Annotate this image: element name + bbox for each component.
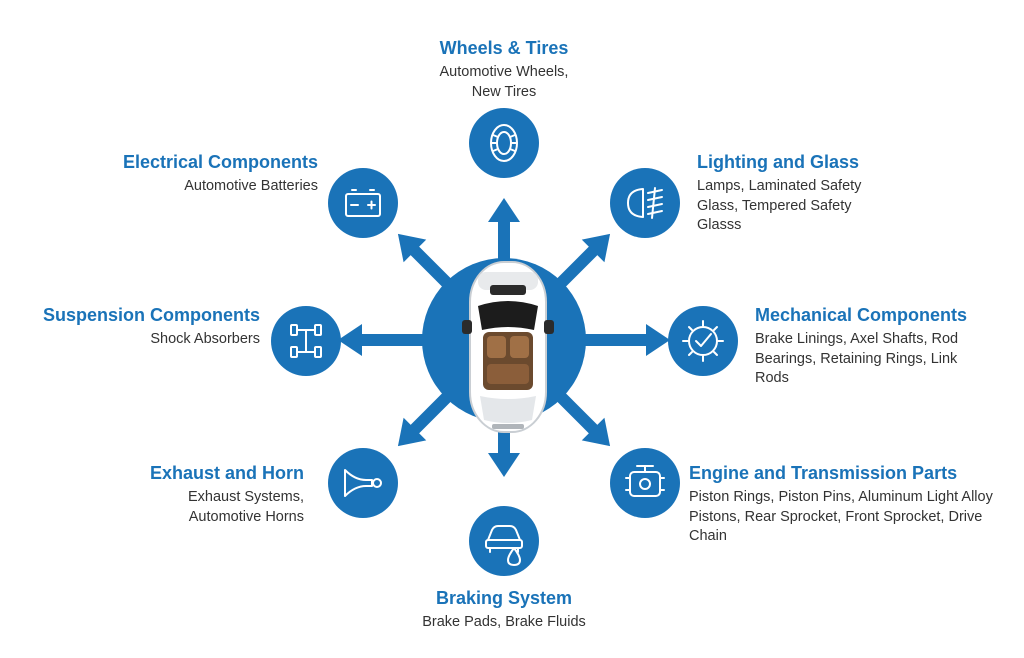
category-title: Lighting and Glass <box>697 152 860 172</box>
category-desc: Automotive Batteries <box>184 178 318 194</box>
arrow-left <box>338 324 430 356</box>
arrow-down-right <box>554 390 611 447</box>
exhaust-label: Exhaust and Horn Exhaust Systems, Automo… <box>104 462 304 527</box>
headlight-icon <box>627 187 663 219</box>
exhaust-circle <box>328 448 398 518</box>
mechanical-label: Mechanical Components Brake Linings, Axe… <box>755 304 1005 389</box>
engine-label: Engine and Transmission Parts Piston Rin… <box>689 462 1019 547</box>
category-desc: Brake Linings, Axel Shafts, Rod Bearings… <box>755 331 959 386</box>
electrical-label: Electrical Components Automotive Batteri… <box>98 151 318 197</box>
wheels-label: Wheels & Tires Automotive Wheels, New Ti… <box>404 37 604 102</box>
category-title: Engine and Transmission Parts <box>689 463 958 483</box>
horn-icon <box>344 469 382 497</box>
mechanical-circle <box>668 306 738 376</box>
category-desc: Brake Pads, Brake Fluids <box>422 614 586 630</box>
lighting-circle <box>610 168 680 238</box>
category-desc: Shock Absorbers <box>150 331 260 347</box>
car-icon <box>462 261 554 433</box>
category-desc: Exhaust Systems, Automotive Horns <box>187 489 304 525</box>
battery-icon <box>345 189 381 217</box>
arrow-up-left <box>397 233 454 290</box>
engine-circle <box>610 448 680 518</box>
category-desc: Piston Rings, Piston Pins, Aluminum Ligh… <box>689 489 993 544</box>
arrow-up-right <box>554 233 611 290</box>
electrical-circle <box>328 168 398 238</box>
engine-icon <box>625 465 665 497</box>
category-title: Electrical Components <box>122 152 318 172</box>
tire-icon <box>490 124 518 162</box>
category-title: Wheels & Tires <box>439 38 569 58</box>
category-desc: Automotive Wheels, New Tires <box>439 64 569 100</box>
category-title: Exhaust and Horn <box>149 463 304 483</box>
chassis-icon <box>290 324 322 358</box>
category-title: Suspension Components <box>42 305 260 325</box>
category-desc: Lamps, Laminated Safety Glass, Tempered … <box>697 178 862 233</box>
car-fluid-icon <box>485 525 523 566</box>
arrow-up <box>488 198 520 265</box>
arrow-down-left <box>397 390 454 447</box>
braking-label: Braking System Brake Pads, Brake Fluids <box>394 587 614 633</box>
suspension-label: Suspension Components Shock Absorbers <box>8 304 260 350</box>
category-title: Braking System <box>435 588 573 608</box>
gear-check-icon <box>682 320 724 362</box>
category-title: Mechanical Components <box>755 305 968 325</box>
arrow-right <box>578 324 670 356</box>
lighting-label: Lighting and Glass Lamps, Laminated Safe… <box>697 151 897 236</box>
wheels-circle <box>469 108 539 178</box>
